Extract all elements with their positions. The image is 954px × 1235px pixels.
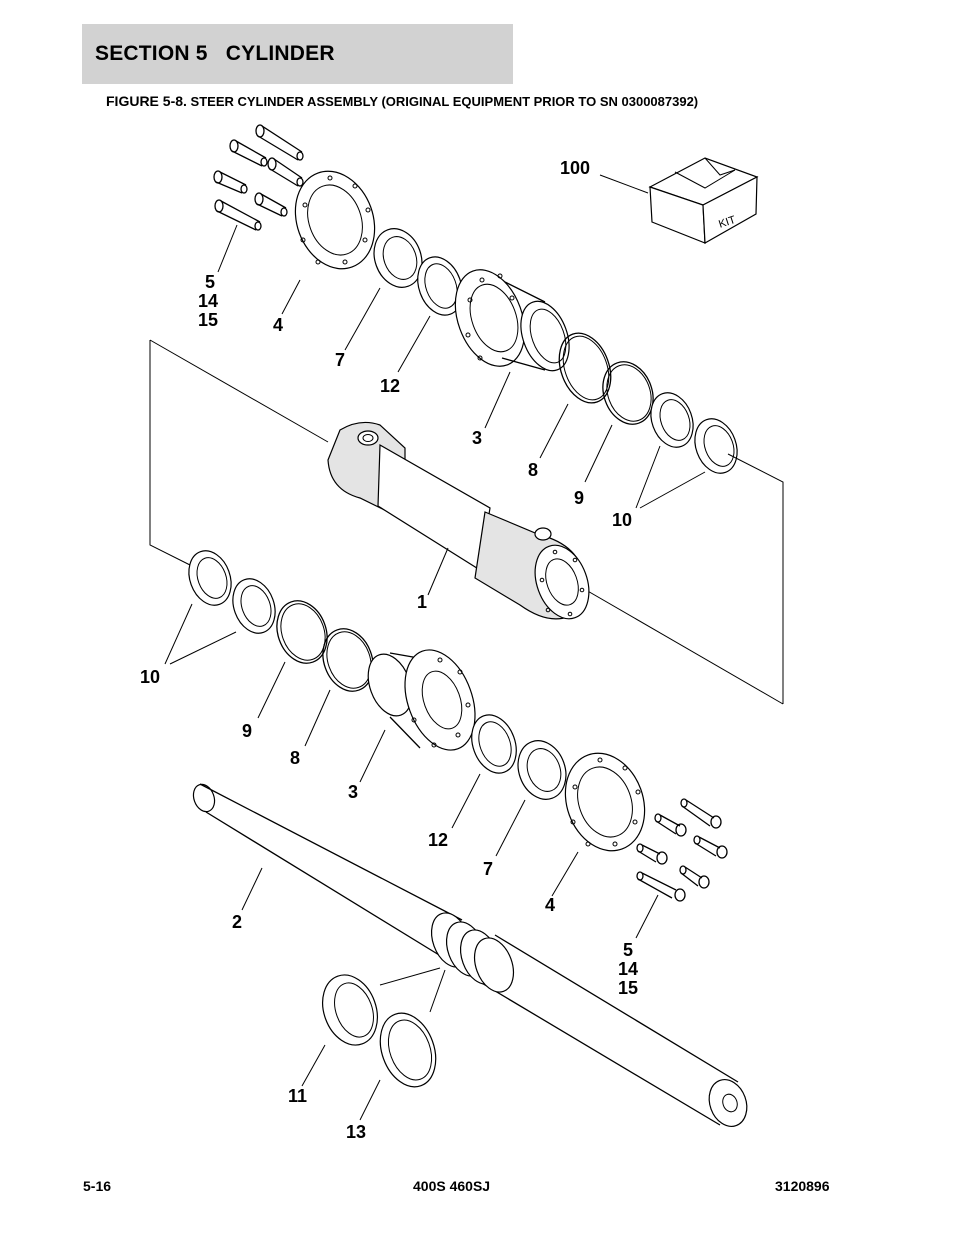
callout-13: 13	[346, 1122, 366, 1142]
top-bolts	[213, 124, 304, 231]
callout-14-top: 14	[198, 291, 218, 311]
footer-document-number: 3120896	[775, 1178, 830, 1194]
callout-1: 1	[417, 592, 427, 612]
bottom-seal-9	[276, 600, 328, 664]
bottom-bushings	[188, 550, 276, 634]
callout-5-top: 5	[205, 272, 215, 292]
top-head	[454, 269, 570, 372]
section-header: SECTION 5 CYLINDER	[82, 24, 513, 84]
callout-10-top: 10	[612, 510, 632, 530]
callout-15-top: 15	[198, 310, 218, 330]
callout-9-top: 9	[574, 488, 584, 508]
callout-7-bottom: 7	[483, 859, 493, 879]
bottom-head	[367, 649, 476, 751]
top-seal-8	[558, 332, 612, 404]
callout-7-top: 7	[335, 350, 345, 370]
callout-11: 11	[288, 1086, 307, 1106]
top-seal-9	[602, 361, 654, 425]
top-flange	[294, 170, 376, 270]
bottom-oring	[471, 714, 517, 774]
wear-ring	[322, 974, 378, 1046]
figure-number: FIGURE 5-8.	[106, 93, 187, 109]
callout-8-bottom: 8	[290, 748, 300, 768]
footer-model: 400S 460SJ	[413, 1178, 491, 1194]
callout-8-top: 8	[528, 460, 538, 480]
callout-10-bottom: 10	[140, 667, 160, 687]
rod-and-piston	[192, 783, 748, 1127]
callout-9-bottom: 9	[242, 721, 252, 741]
bottom-seal-8	[322, 628, 374, 692]
kit-box: KIT	[648, 157, 759, 245]
callout-12-top: 12	[380, 376, 400, 396]
footer-page-number: 5-16	[83, 1178, 112, 1194]
bottom-flange	[564, 752, 646, 852]
callout-3-bottom: 3	[348, 782, 358, 802]
callout-5-bottom: 5	[623, 940, 633, 960]
callout-100: 100	[560, 158, 590, 178]
figure-title: FIGURE 5-8. STEER CYLINDER ASSEMBLY (ORI…	[106, 93, 698, 109]
callout-15-bottom: 15	[618, 978, 638, 998]
figure-caption: STEER CYLINDER ASSEMBLY (ORIGINAL EQUIPM…	[190, 94, 699, 109]
callout-4-bottom: 4	[545, 895, 555, 915]
top-oring	[417, 256, 463, 316]
bottom-bolts	[636, 798, 728, 902]
callout-4-top: 4	[273, 315, 283, 335]
callout-12-bottom: 12	[428, 830, 448, 850]
callout-14-bottom: 14	[618, 959, 638, 979]
callout-2: 2	[232, 912, 242, 932]
barrel	[149, 339, 784, 705]
piston-seal	[379, 1012, 437, 1088]
top-bushings	[650, 392, 738, 474]
callout-3-top: 3	[472, 428, 482, 448]
bottom-wiper	[517, 740, 567, 800]
kit-label: KIT	[717, 214, 737, 231]
top-wiper	[373, 228, 423, 288]
section-title: SECTION 5 CYLINDER	[95, 42, 335, 65]
